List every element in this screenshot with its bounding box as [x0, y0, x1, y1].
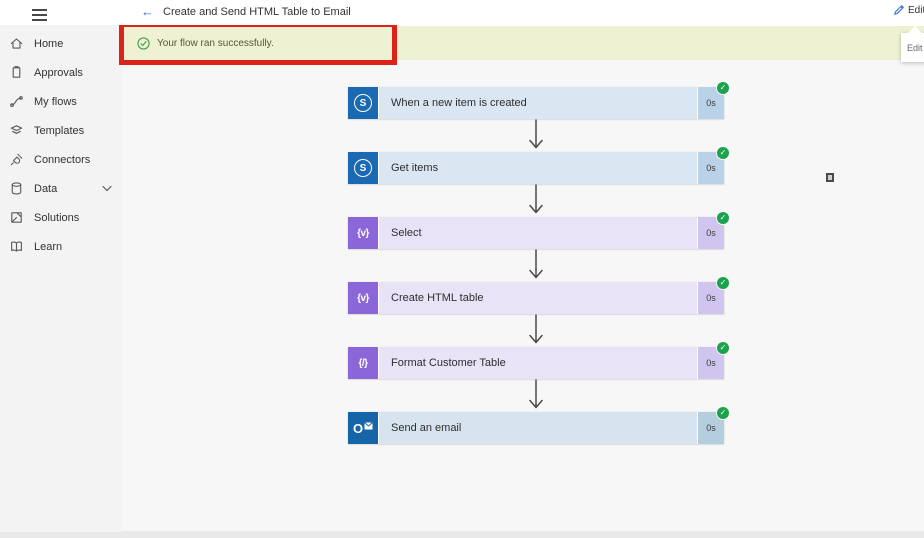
success-banner-message: Your flow ran successfully. — [157, 37, 274, 49]
connector-arrow-icon — [529, 314, 543, 344]
edit-button[interactable]: Edit — [893, 4, 924, 16]
back-arrow-icon[interactable]: ← — [141, 4, 154, 19]
step-label: Select — [379, 217, 697, 249]
flow-step-when-a-new-item-is-created[interactable]: S When a new item is created 0s ✓ — [348, 82, 729, 119]
horizontal-scrollbar[interactable] — [0, 531, 924, 538]
sharepoint-icon: S — [348, 152, 379, 184]
pencil-icon — [894, 5, 904, 15]
success-check-icon: ✓ — [717, 277, 729, 289]
hamburger-menu-icon[interactable] — [32, 6, 47, 21]
sidebar-item-approvals[interactable]: Approvals — [0, 58, 122, 87]
my-flows-icon — [9, 94, 24, 109]
outlook-icon: O — [348, 412, 379, 444]
success-check-icon: ✓ — [717, 407, 729, 419]
step-duration: 0s — [697, 282, 724, 314]
step-label: Send an email — [379, 412, 697, 444]
data-operation-icon: {v} — [348, 282, 379, 314]
success-check-icon: ✓ — [717, 147, 729, 159]
success-circle-check-icon — [137, 36, 150, 50]
flow-step-format-customer-table[interactable]: {/} Format Customer Table 0s ✓ — [348, 342, 729, 379]
sidebar-nav: Home Approvals My flows Templates — [0, 29, 122, 261]
page-title: Create and Send HTML Table to Email — [163, 6, 351, 18]
flow-step-get-items[interactable]: S Get items 0s ✓ — [348, 147, 729, 184]
success-banner: Your flow ran successfully. — [122, 26, 924, 60]
connectors-icon — [9, 152, 24, 167]
data-icon — [9, 181, 24, 196]
success-check-icon: ✓ — [717, 82, 729, 94]
step-label: Format Customer Table — [379, 347, 697, 379]
learn-icon — [9, 239, 24, 254]
connector-arrow-icon — [529, 249, 543, 279]
left-sidebar: Home Approvals My flows Templates — [0, 25, 122, 532]
connector-arrow-icon — [529, 379, 543, 409]
data-operation-icon: {v} — [348, 217, 379, 249]
connector-arrow-icon — [529, 119, 543, 149]
edit-tooltip-label: Edit — [907, 42, 923, 53]
templates-icon — [9, 123, 24, 138]
sharepoint-icon: S — [348, 87, 379, 119]
edit-button-label: Edit — [908, 4, 924, 16]
home-icon — [9, 36, 24, 51]
sidebar-item-connectors[interactable]: Connectors — [0, 145, 122, 174]
success-check-icon: ✓ — [717, 212, 729, 224]
tooltip-arrow — [907, 26, 923, 34]
small-square-marker — [826, 173, 834, 182]
envelope-icon — [364, 421, 373, 429]
flow-step-send-an-email[interactable]: O Send an email 0s ✓ — [348, 407, 729, 444]
sidebar-item-templates[interactable]: Templates — [0, 116, 122, 145]
chevron-down-icon[interactable] — [102, 185, 112, 192]
flow-step-select[interactable]: {v} Select 0s ✓ — [348, 212, 729, 249]
sidebar-item-my-flows[interactable]: My flows — [0, 87, 122, 116]
step-label: Get items — [379, 152, 697, 184]
top-header: ← Create and Send HTML Table to Email Ed… — [0, 0, 924, 25]
compose-icon: {/} — [348, 347, 379, 379]
solutions-icon — [9, 210, 24, 225]
flow-step-create-html-table[interactable]: {v} Create HTML table 0s ✓ — [348, 277, 729, 314]
sidebar-item-solutions[interactable]: Solutions — [0, 203, 122, 232]
approvals-icon — [9, 65, 24, 80]
connector-arrow-icon — [529, 184, 543, 214]
success-check-icon: ✓ — [717, 342, 729, 354]
step-label: When a new item is created — [379, 87, 697, 119]
step-label: Create HTML table — [379, 282, 697, 314]
sidebar-item-home[interactable]: Home — [0, 29, 122, 58]
edit-tooltip: Edit — [901, 26, 924, 62]
flow-canvas: S When a new item is created 0s ✓ S Get … — [122, 60, 924, 532]
sidebar-item-data[interactable]: Data — [0, 174, 122, 203]
sidebar-item-learn[interactable]: Learn — [0, 232, 122, 261]
